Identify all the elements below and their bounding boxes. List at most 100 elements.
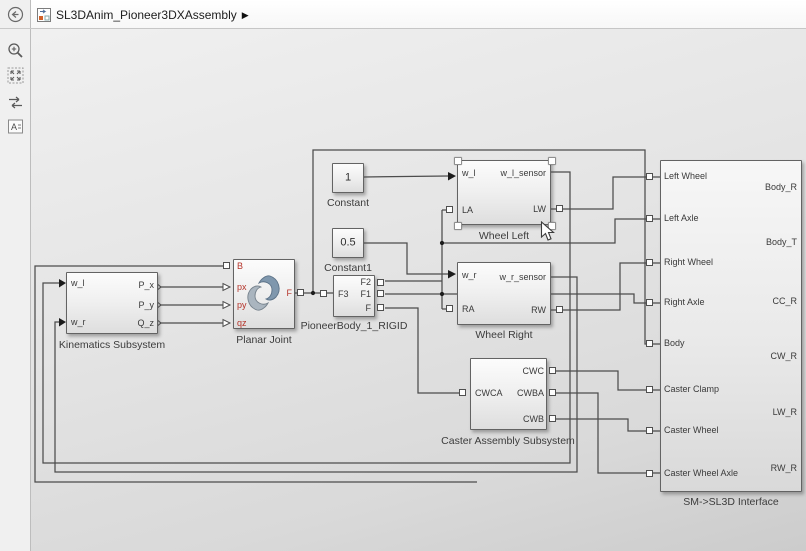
port-RW[interactable] — [556, 306, 563, 313]
port-label-Body_R: Body_R — [764, 182, 797, 192]
port-label-RW: RW — [531, 305, 546, 315]
block-wheel-left[interactable] — [457, 160, 551, 225]
port-label-caster-wheel: Caster Wheel — [664, 425, 719, 435]
port-LA[interactable] — [446, 206, 453, 213]
port-label-CWC: CWC — [522, 366, 545, 376]
block-name-wheel-right: Wheel Right — [475, 329, 533, 341]
port-F-out[interactable] — [377, 304, 384, 311]
port-CWBA[interactable] — [549, 389, 556, 396]
block-wheel-right[interactable] — [457, 262, 551, 325]
breadcrumb-model-name[interactable]: SL3DAnim_Pioneer3DXAssembly — [56, 8, 237, 22]
port-label-LA: LA — [462, 205, 474, 215]
sidebar-header — [0, 0, 31, 29]
port-caster-clamp[interactable] — [646, 386, 653, 393]
port-label-Body_T: Body_T — [765, 237, 797, 247]
port-F1[interactable] — [377, 290, 384, 297]
port-B[interactable] — [223, 262, 230, 269]
port-label-py: py — [237, 300, 247, 310]
annotation-icon[interactable]: A — [6, 117, 25, 136]
port-label-px: px — [237, 282, 247, 292]
mouse-cursor-icon — [540, 221, 556, 243]
port-label-caster-clamp: Caster Clamp — [664, 384, 720, 394]
port-label-right-wheel: Right Wheel — [664, 257, 714, 267]
port-label-qz: qz — [237, 318, 247, 328]
port-CWB[interactable] — [549, 415, 556, 422]
port-label-w_r: w_r — [71, 317, 86, 327]
block-constant[interactable]: 1 — [332, 163, 364, 193]
port-label-F1: F1 — [360, 289, 371, 299]
block-kinematics-subsystem[interactable] — [66, 272, 158, 334]
port-label-B: B — [237, 261, 244, 271]
port-label-CWCA: CWCA — [475, 388, 503, 398]
zoom-in-icon[interactable] — [6, 41, 25, 60]
port-label-wl-in: w_l — [462, 168, 476, 178]
port-F3[interactable] — [320, 290, 327, 297]
port-label-wr-sensor: w_r_sensor — [499, 272, 546, 282]
port-LW[interactable] — [556, 205, 563, 212]
block-planar-joint[interactable] — [233, 259, 295, 329]
port-right-wheel[interactable] — [646, 259, 653, 266]
block-pioneer-body[interactable] — [333, 275, 375, 317]
port-label-F: F — [286, 288, 293, 298]
port-label-CW_R: CW_R — [770, 351, 798, 361]
port-label-CWBA: CWBA — [517, 388, 544, 398]
port-label-caster-wheel-axle: Caster Wheel Axle — [664, 468, 739, 478]
block-name-kinematics: Kinematics Subsystem — [58, 339, 166, 351]
port-F[interactable] — [297, 289, 304, 296]
block-caster-assembly[interactable] — [470, 358, 547, 430]
port-caster-wheel-axle[interactable] — [646, 470, 653, 477]
fit-to-view-icon[interactable] — [6, 66, 25, 85]
port-label-wl-sensor: w_l_sensor — [500, 168, 546, 178]
port-label-Q_z: Q_z — [137, 318, 154, 328]
port-label-left-axle: Left Axle — [664, 213, 699, 223]
block-name-caster-assembly: Caster Assembly Subsystem — [441, 435, 575, 447]
planar-joint-icon — [247, 275, 280, 311]
port-body[interactable] — [646, 340, 653, 347]
port-label-wr-in: w_r — [462, 270, 477, 280]
port-label-LW: LW — [533, 204, 546, 214]
port-label-right-axle: Right Axle — [664, 297, 705, 307]
port-label-w_l: w_l — [71, 278, 85, 288]
port-caster-wheel[interactable] — [646, 427, 653, 434]
port-left-axle[interactable] — [646, 215, 653, 222]
port-CWCA[interactable] — [459, 389, 466, 396]
port-label-LW_R: LW_R — [772, 407, 797, 417]
port-label-RW_R: RW_R — [770, 463, 797, 473]
selection-handle-tl[interactable] — [454, 157, 462, 165]
block-name-pioneer-body: PioneerBody_1_RIGID — [300, 320, 408, 332]
pan-arrows-icon[interactable] — [6, 93, 25, 112]
port-label-CWB: CWB — [523, 414, 544, 424]
port-label-F-pioneer: F — [365, 303, 372, 313]
model-icon — [37, 8, 51, 22]
port-label-RA: RA — [462, 304, 475, 314]
selection-handle-bl[interactable] — [454, 222, 462, 230]
breadcrumb[interactable]: SL3DAnim_Pioneer3DXAssembly ▶ — [37, 7, 249, 23]
svg-text:A: A — [11, 122, 17, 132]
port-F2[interactable] — [377, 279, 384, 286]
port-label-CC_R: CC_R — [772, 296, 797, 306]
breadcrumb-caret-icon[interactable]: ▶ — [241, 9, 249, 20]
block-sl3d-interface[interactable] — [660, 160, 802, 492]
port-RA[interactable] — [446, 305, 453, 312]
port-label-P_y: P_y — [138, 300, 154, 310]
block-name-sl3d-interface: SM->SL3D Interface — [683, 496, 779, 508]
port-CWC[interactable] — [549, 367, 556, 374]
port-left-wheel[interactable] — [646, 173, 653, 180]
palette-sidebar: A — [0, 0, 31, 551]
port-label-body: Body — [664, 338, 685, 348]
selection-handle-tr[interactable] — [548, 157, 556, 165]
selection-handle-br[interactable] — [548, 222, 556, 230]
block-name-constant: Constant — [326, 197, 370, 209]
constant-value: 1 — [344, 171, 352, 184]
back-icon[interactable] — [6, 5, 25, 24]
block-name-constant1: Constant1 — [324, 262, 372, 274]
port-label-P_x: P_x — [138, 280, 154, 290]
port-right-axle[interactable] — [646, 299, 653, 306]
port-label-left-wheel: Left Wheel — [664, 171, 708, 181]
block-name-wheel-left: Wheel Left — [478, 230, 530, 242]
port-label-F3: F3 — [338, 289, 349, 299]
block-name-planar-joint: Planar Joint — [236, 334, 292, 346]
port-label-F2: F2 — [360, 277, 371, 287]
block-constant1[interactable]: 0.5 — [332, 228, 364, 258]
